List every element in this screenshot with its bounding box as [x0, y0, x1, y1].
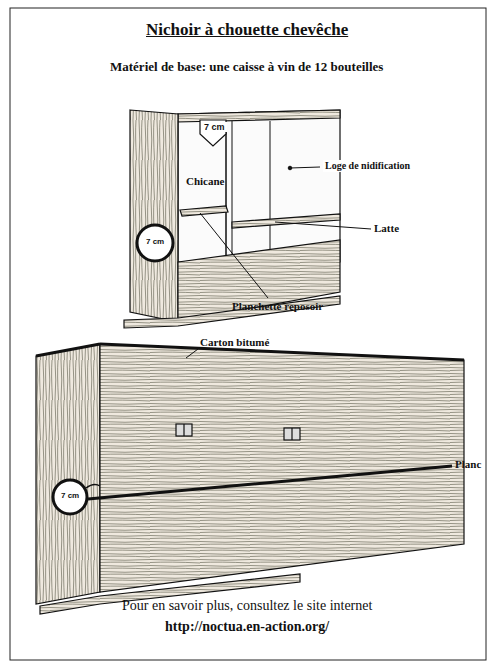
subtitle: Matériel de base: une caisse à vin de 12…: [110, 60, 383, 75]
dimension: 7 cm: [146, 237, 164, 246]
part-name: Planc: [455, 458, 481, 471]
dimension: 7 cm: [61, 491, 79, 500]
footer-url: http://noctua.en-action.org/: [165, 619, 329, 635]
page-title: Nichoir à chouette chevêche: [146, 20, 348, 40]
part-name: Planchette reposoir: [232, 300, 323, 313]
dimension: 7 cm: [202, 122, 227, 132]
closed-box-view: [36, 344, 464, 614]
part-name: Loge de nidification: [323, 160, 412, 172]
open-box-view: [124, 110, 340, 328]
footer-note: Pour en savoir plus, consultez le site i…: [122, 598, 372, 614]
part-name: Carton bitumé: [200, 336, 269, 349]
part-name: Chicane: [186, 175, 225, 188]
part-name: Latte: [374, 222, 399, 235]
leader-lines: [88, 166, 452, 499]
